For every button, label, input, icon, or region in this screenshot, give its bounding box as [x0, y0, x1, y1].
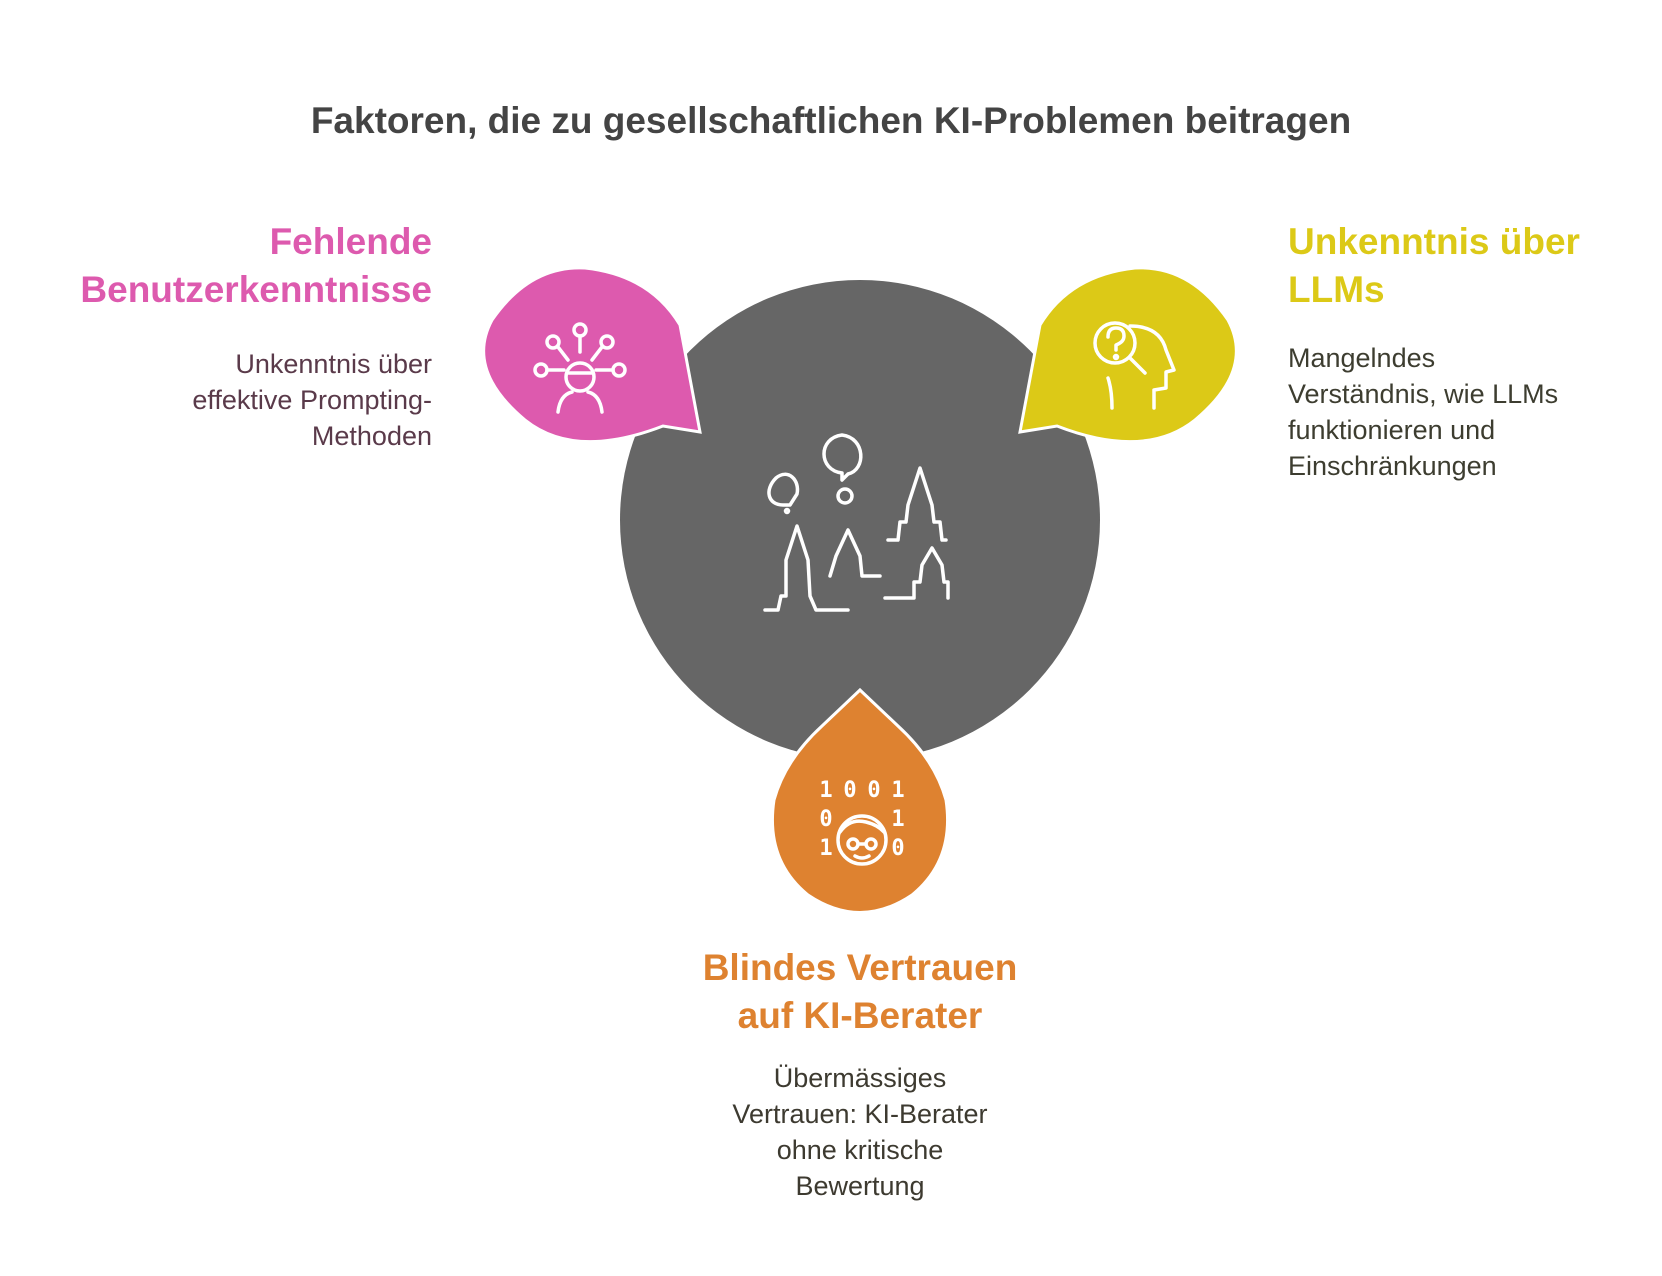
- diagram-title: Faktoren, die zu gesellschaftlichen KI-P…: [310, 100, 1352, 141]
- society-landscape-icon: [763, 433, 950, 612]
- desc-line: Bewertung: [795, 1171, 925, 1201]
- desc-line: ohne kritische: [776, 1135, 944, 1165]
- desc-line: Verständnis, wie LLMs: [1288, 379, 1559, 409]
- factor-left-heading: Fehlende Benutzerkenntnisse: [0, 218, 432, 314]
- heading-line: Unkenntnis über: [1288, 221, 1580, 262]
- factor-right-shape: [1018, 266, 1238, 444]
- binary-digit: 1: [819, 836, 832, 861]
- desc-line: funktionieren und: [1288, 415, 1496, 445]
- desc-line: Unkenntnis über: [235, 349, 432, 379]
- desc-line: Methoden: [311, 421, 432, 451]
- factor-bottom-heading: Blindes Vertrauen auf KI-Berater: [610, 944, 1110, 1040]
- question-head-search-icon: [1093, 321, 1176, 410]
- factor-left-shape: [482, 266, 702, 444]
- desc-line: Mangelndes: [1288, 343, 1436, 373]
- heading-line: Benutzerkenntnisse: [80, 269, 432, 310]
- factor-right-description: Mangelndes Verständnis, wie LLMs funktio…: [1288, 340, 1648, 484]
- desc-line: Einschränkungen: [1288, 451, 1497, 481]
- desc-line: Übermässiges: [773, 1063, 947, 1093]
- binary-digit: 1: [891, 807, 904, 832]
- desc-line: Vertrauen: KI-Berater: [732, 1099, 988, 1129]
- binary-digit: 1: [891, 778, 904, 803]
- desc-line: effektive Prompting-: [192, 385, 432, 415]
- binary-digit: 0: [843, 778, 856, 803]
- heading-line: Blindes Vertrauen: [702, 947, 1018, 988]
- factor-right-heading: Unkenntnis über LLMs: [1288, 218, 1648, 314]
- heading-line: auf KI-Berater: [737, 995, 983, 1036]
- factor-bottom-description: Übermässiges Vertrauen: KI-Berater ohne …: [660, 1060, 1060, 1204]
- binary-digit: 1: [819, 778, 832, 803]
- heading-line: LLMs: [1288, 269, 1385, 310]
- binary-digit: 0: [867, 778, 880, 803]
- heading-line: Fehlende: [269, 221, 432, 262]
- binary-face-icon: 1 0 0 1 0 1 1 0: [819, 778, 905, 866]
- center-circle: [620, 280, 1100, 760]
- factor-left-description: Unkenntnis über effektive Prompting- Met…: [72, 346, 432, 454]
- network-user-icon: [533, 322, 627, 414]
- binary-digit: 0: [819, 807, 832, 832]
- binary-digit: 0: [891, 836, 904, 861]
- factor-bottom-shape: [770, 687, 950, 914]
